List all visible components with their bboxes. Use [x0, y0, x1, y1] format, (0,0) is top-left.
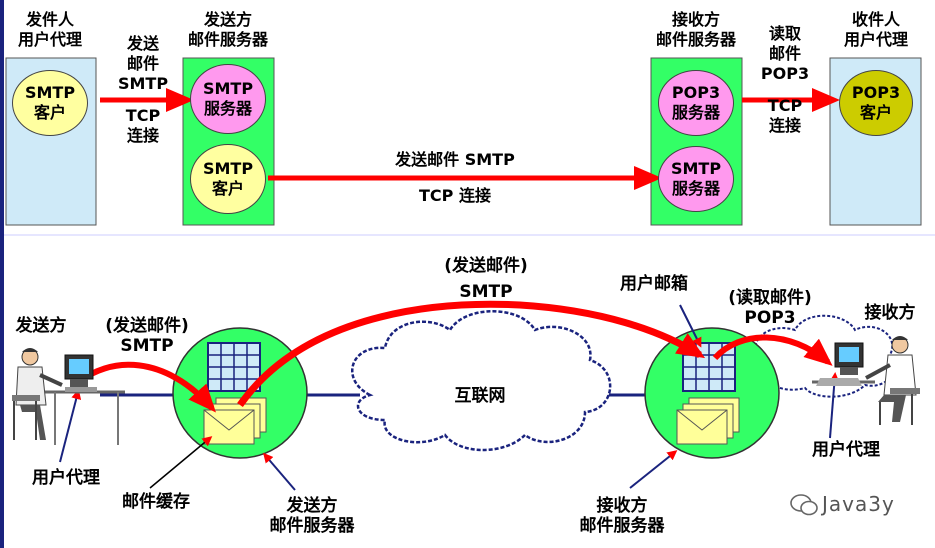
mailbox-label: 用户邮箱	[620, 274, 688, 294]
smtp-client-node-top-left: SMTP 客户	[12, 70, 88, 136]
arrow1-label-l1: 发送	[126, 34, 159, 53]
receiver-server-title-line2: 邮件服务器	[655, 30, 736, 49]
smtp-client-mid-label-2: 客户	[211, 179, 244, 198]
sender-server-title-line2: 邮件服务器	[187, 30, 268, 49]
sender-server-bottom-label: 发送方 邮件服务器	[252, 496, 372, 536]
arrow1-label-l3: SMTP	[117, 74, 169, 93]
arrow3-label-l5: 连接	[768, 116, 801, 135]
pop3-server-label-2: 服务器	[671, 103, 720, 122]
user-agent-left-label: 用户代理	[32, 468, 100, 488]
send-mail-top-label: (发送邮件) SMTP	[424, 256, 548, 302]
left-edge-bar	[0, 0, 4, 548]
pointer-sender-server	[263, 452, 296, 491]
sender-grid-icon	[207, 342, 261, 392]
arrow1-label: 发送 邮件 SMTP TCP 连接	[103, 34, 183, 146]
smtp-server-label-1: SMTP	[202, 79, 254, 98]
pop3-client-label-1: POP3	[851, 83, 901, 102]
send-mail-top-label-2: SMTP	[459, 282, 513, 302]
send-mail-label-1: (发送邮件)	[105, 316, 189, 336]
receiver-ua-title: 收件人 用户代理	[820, 10, 932, 50]
smtp-server-node-top: SMTP 服务器	[190, 64, 266, 134]
smtp-client-mid-label-1: SMTP	[202, 159, 254, 178]
arrow2-label-1: 发送邮件 SMTP	[395, 150, 515, 169]
pop3-server-node: POP3 服务器	[658, 70, 734, 136]
pointer-mailbox	[679, 304, 702, 348]
sender-ua-title-line1: 发件人	[25, 10, 74, 29]
arrow-mailbox-to-receiver	[712, 334, 833, 366]
arrow1-label-l2: 邮件	[126, 54, 159, 73]
smtp-server-right-label-2: 服务器	[671, 179, 720, 198]
pop3-server-label-1: POP3	[671, 83, 721, 102]
pointer-user-agent-left	[59, 389, 82, 463]
read-mail-label: (读取邮件) POP3	[712, 288, 828, 328]
watermark-text: Java3y	[822, 492, 895, 516]
read-mail-label-1: (读取邮件)	[728, 288, 812, 308]
send-mail-label-2: SMTP	[120, 336, 174, 356]
receiver-person-icon	[812, 336, 920, 425]
receiver-server-bottom-line1: 接收方	[596, 496, 648, 516]
internet-label: 互联网	[454, 386, 506, 406]
sender-envelope-icon	[203, 397, 267, 445]
smtp-client-label-1: SMTP	[24, 83, 76, 102]
wechat-icon	[790, 494, 818, 516]
smtp-server-label-2: 服务器	[203, 99, 252, 118]
arrow-server-to-mailbox	[237, 300, 706, 408]
read-mail-label-2: POP3	[744, 308, 796, 328]
arrow3-label-l4: TCP	[767, 96, 803, 115]
receiver-server-title: 接收方 邮件服务器	[636, 10, 756, 50]
sender-ua-title-line2: 用户代理	[17, 30, 82, 49]
receiver-server-bottom-label: 接收方 邮件服务器	[560, 496, 684, 536]
receiver-ua-title-line2: 用户代理	[843, 30, 908, 49]
receiver-envelope-icon	[676, 397, 740, 445]
arrow3-label: 读取 邮件 POP3 TCP 连接	[745, 24, 825, 136]
send-mail-label: (发送邮件) SMTP	[92, 316, 202, 356]
sender-server-bottom-line2: 邮件服务器	[269, 516, 355, 536]
pointer-receiver-server	[629, 450, 678, 489]
receiver-label: 接收方	[864, 303, 916, 323]
smtp-server-node-right: SMTP 服务器	[658, 146, 734, 212]
arrow1-label-l4: TCP	[125, 106, 161, 125]
smtp-server-right-label-1: SMTP	[670, 159, 722, 178]
receiver-server-title-line1: 接收方	[671, 10, 720, 29]
pop3-client-label-2: 客户	[859, 103, 892, 122]
arrow3-label-l2: 邮件	[768, 44, 801, 63]
arrow3-label-l1: 读取	[768, 24, 801, 43]
arrow2-label-2: TCP 连接	[419, 186, 491, 205]
pointer-mail-buffer	[149, 436, 213, 489]
internet-cloud	[351, 310, 612, 452]
mail-buffer-label: 邮件缓存	[122, 492, 190, 512]
arrow1-label-l5: 连接	[126, 126, 159, 145]
sender-server-title-line1: 发送方	[203, 10, 252, 29]
sender-server-title: 发送方 邮件服务器	[168, 10, 288, 50]
receiver-ua-title-line1: 收件人	[851, 10, 900, 29]
send-mail-top-label-1: (发送邮件)	[444, 256, 528, 276]
sender-label: 发送方	[15, 316, 67, 336]
arrow3-label-l3: POP3	[760, 64, 810, 83]
sender-server-bottom-line1: 发送方	[286, 496, 338, 516]
sender-person-icon	[12, 348, 125, 445]
sender-ua-title: 发件人 用户代理	[0, 10, 100, 50]
receiver-server-bottom-line2: 邮件服务器	[579, 516, 665, 536]
user-agent-right-label: 用户代理	[812, 440, 880, 460]
smtp-client-label-2: 客户	[33, 103, 66, 122]
pop3-client-node: POP3 客户	[839, 70, 913, 136]
smtp-client-node-top-mid: SMTP 客户	[190, 144, 266, 214]
